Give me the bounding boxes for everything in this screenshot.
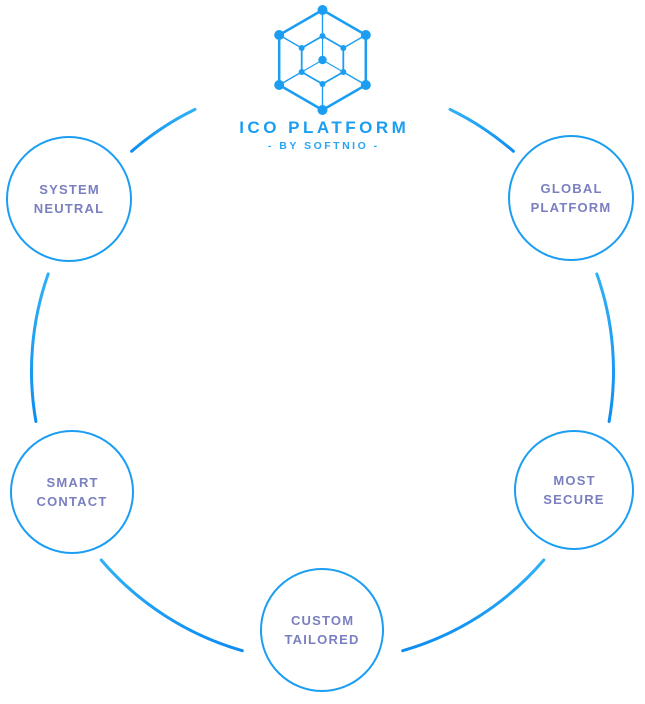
brand-title: ICO PLATFORM <box>239 118 410 137</box>
brand-subtitle: - BY SOFTNIO - <box>267 140 380 152</box>
node-label-global-platform: GLOBAL PLATFORM <box>530 180 612 216</box>
node-most-secure: MOST SECURE <box>514 430 634 550</box>
node-label-system-neutral: SYSTEM NEUTRAL <box>33 181 105 217</box>
node-custom-tailored: CUSTOM TAILORED <box>260 568 384 692</box>
node-system-neutral: SYSTEM NEUTRAL <box>6 136 132 262</box>
ring-arcs <box>30 107 615 653</box>
node-smart-contact: SMART CONTACT <box>10 430 134 554</box>
node-global-platform: GLOBAL PLATFORM <box>508 135 634 261</box>
node-label-smart-contact: SMART CONTACT <box>36 474 108 510</box>
node-label-custom-tailored: CUSTOM TAILORED <box>284 612 360 648</box>
hexagon-cube-logo-icon <box>274 5 371 115</box>
node-label-most-secure: MOST SECURE <box>543 472 605 508</box>
